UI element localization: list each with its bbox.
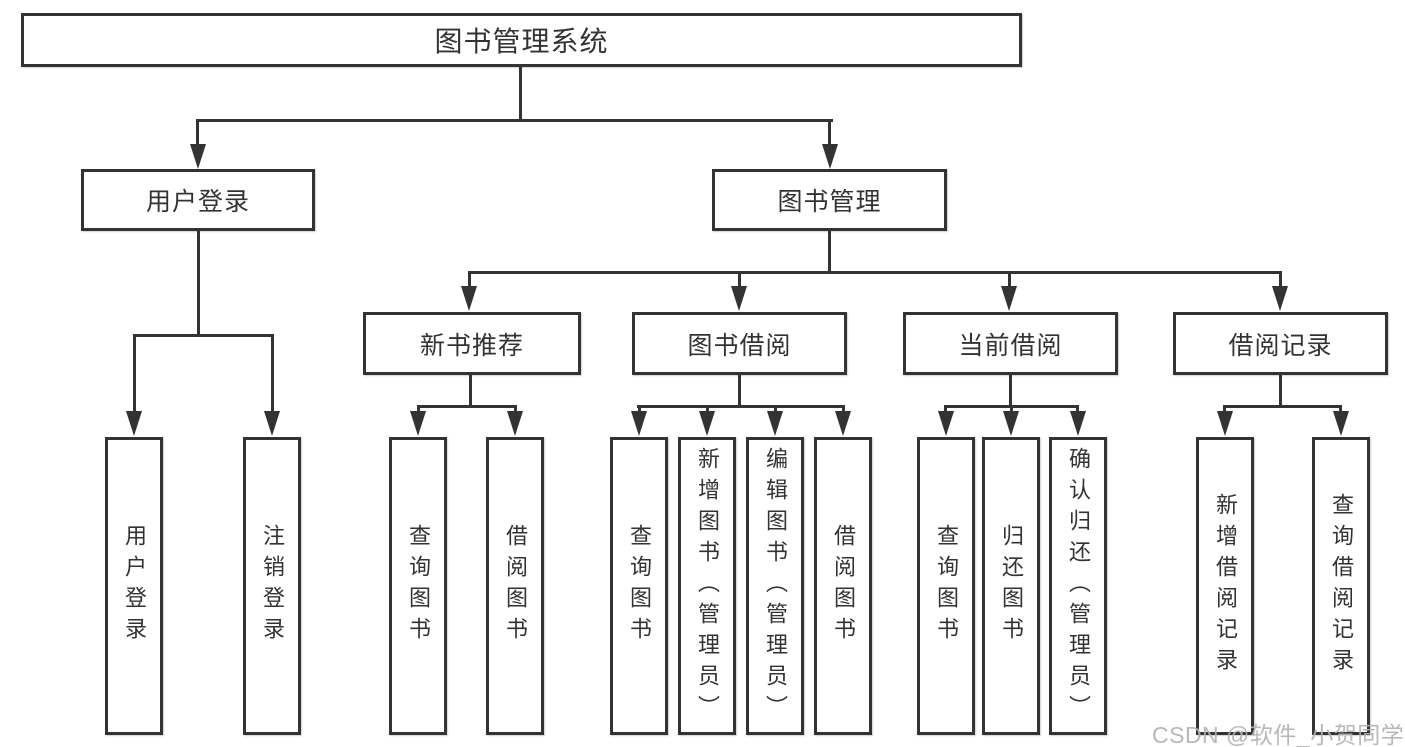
connector-book-mgmt-bar <box>468 271 1282 274</box>
leaf-search-books-recommend: 查询图书 <box>389 437 447 735</box>
leaf-borrow-books-recommend-label: 借阅图书 <box>503 524 528 648</box>
arrow-down-icon <box>767 411 783 436</box>
leaf-borrow-books-label: 借阅图书 <box>831 524 856 648</box>
connector-borrowing-drop <box>638 405 641 414</box>
leaf-search-books-current-label: 查询图书 <box>934 524 959 648</box>
leaf-add-books-admin: 新增图书（管理员） <box>678 437 736 735</box>
connector-book-mgmt-drop <box>1008 271 1011 289</box>
connector-root-stem <box>519 66 522 121</box>
connector-book-mgmt-stem <box>828 231 831 273</box>
leaf-search-books-current: 查询图书 <box>917 437 975 735</box>
connector-records-stem <box>1279 374 1282 407</box>
leaf-borrow-books-recommend: 借阅图书 <box>486 437 544 735</box>
connector-current-stem <box>1009 374 1012 407</box>
leaf-search-books-borrowing: 查询图书 <box>610 437 668 735</box>
leaf-add-borrow-record-label: 新增借阅记录 <box>1213 493 1238 679</box>
connector-current-drop <box>1010 405 1013 414</box>
connector-current-drop <box>1076 405 1079 414</box>
connector-root-left-drop <box>196 119 199 147</box>
connector-root-right-drop <box>828 119 831 147</box>
leaf-return-books-label: 归还图书 <box>999 524 1024 648</box>
leaf-borrow-books: 借阅图书 <box>814 437 872 735</box>
arrow-down-icon <box>731 286 747 311</box>
arrow-down-icon <box>1070 411 1086 436</box>
connector-user-login-right-drop <box>271 334 274 413</box>
leaf-user-login: 用户登录 <box>105 437 163 735</box>
node-current-borrowing-label: 当前借阅 <box>958 331 1063 360</box>
arrow-down-icon <box>190 144 206 169</box>
node-new-book-recommend-label: 新书推荐 <box>419 331 524 360</box>
leaf-search-borrow-record-label: 查询借阅记录 <box>1329 493 1354 679</box>
leaf-confirm-return-admin-label: 确认归还（管理员） <box>1066 446 1091 726</box>
arrow-down-icon <box>822 144 838 169</box>
connector-new-book-bar <box>417 405 517 408</box>
node-borrowing-records: 借阅记录 <box>1173 312 1388 375</box>
leaf-logout-label: 注销登录 <box>260 524 285 648</box>
arrow-down-icon <box>1001 286 1017 311</box>
leaf-confirm-return-admin: 确认归还（管理员） <box>1049 437 1107 735</box>
leaf-logout: 注销登录 <box>243 437 301 735</box>
arrow-down-icon <box>938 411 954 436</box>
arrow-down-icon <box>1003 411 1019 436</box>
connector-user-login-left-drop <box>133 334 136 413</box>
connector-book-mgmt-drop <box>1279 271 1282 289</box>
connector-book-mgmt-drop <box>468 271 471 289</box>
arrow-down-icon <box>264 411 280 436</box>
leaf-return-books: 归还图书 <box>982 437 1040 735</box>
watermark-text: CSDN @软件_小贺同学 <box>1152 722 1405 747</box>
connector-new-book-stem <box>469 374 472 407</box>
leaf-edit-books-admin-label: 编辑图书（管理员） <box>763 446 788 726</box>
leaf-add-books-admin-label: 新增图书（管理员） <box>695 446 720 726</box>
node-user-login-label: 用户登录 <box>145 188 250 216</box>
leaf-add-borrow-record: 新增借阅记录 <box>1196 437 1254 735</box>
leaf-user-login-label: 用户登录 <box>122 524 147 648</box>
node-user-login: 用户登录 <box>81 169 315 231</box>
connector-user-login-stem <box>197 231 200 336</box>
node-borrowing-records-label: 借阅记录 <box>1228 331 1333 360</box>
watermark: CSDN @软件_小贺同学 <box>1152 716 1404 747</box>
arrow-down-icon <box>1217 411 1233 436</box>
arrow-down-icon <box>507 411 523 436</box>
leaf-search-books-recommend-label: 查询图书 <box>406 524 431 648</box>
leaf-search-borrow-record: 查询借阅记录 <box>1312 437 1370 735</box>
connector-borrowing-drop <box>842 405 845 414</box>
node-book-borrowing: 图书借阅 <box>632 312 847 375</box>
arrow-down-icon <box>1333 411 1349 436</box>
connector-book-mgmt-drop <box>738 271 741 289</box>
node-book-borrowing-label: 图书借阅 <box>687 331 792 360</box>
connector-borrowing-bar <box>637 405 844 408</box>
arrow-down-icon <box>126 411 142 436</box>
connector-current-drop <box>944 405 947 414</box>
connector-borrowing-drop <box>774 405 777 414</box>
leaf-search-books-borrowing-label: 查询图书 <box>627 524 652 648</box>
connector-records-drop <box>1339 405 1342 414</box>
connector-records-drop <box>1223 405 1226 414</box>
connector-new-book-drop <box>417 405 420 414</box>
node-new-book-recommend: 新书推荐 <box>363 312 581 375</box>
node-book-management-label: 图书管理 <box>777 188 882 216</box>
connector-root-bar <box>196 119 833 122</box>
connector-user-login-bar <box>133 334 274 337</box>
node-current-borrowing: 当前借阅 <box>903 312 1118 375</box>
arrow-down-icon <box>1272 286 1288 311</box>
connector-new-book-drop <box>514 405 517 414</box>
connector-records-bar <box>1223 405 1342 408</box>
arrow-down-icon <box>699 411 715 436</box>
arrow-down-icon <box>631 411 647 436</box>
node-book-management: 图书管理 <box>712 169 947 231</box>
arrow-down-icon <box>835 411 851 436</box>
connector-borrowing-drop <box>706 405 709 414</box>
arrow-down-icon <box>410 411 426 436</box>
node-root: 图书管理系统 <box>21 13 1022 67</box>
connector-borrowing-stem <box>738 374 741 407</box>
node-root-label: 图书管理系统 <box>434 26 609 57</box>
leaf-edit-books-admin: 编辑图书（管理员） <box>746 437 804 735</box>
arrow-down-icon <box>461 286 477 311</box>
